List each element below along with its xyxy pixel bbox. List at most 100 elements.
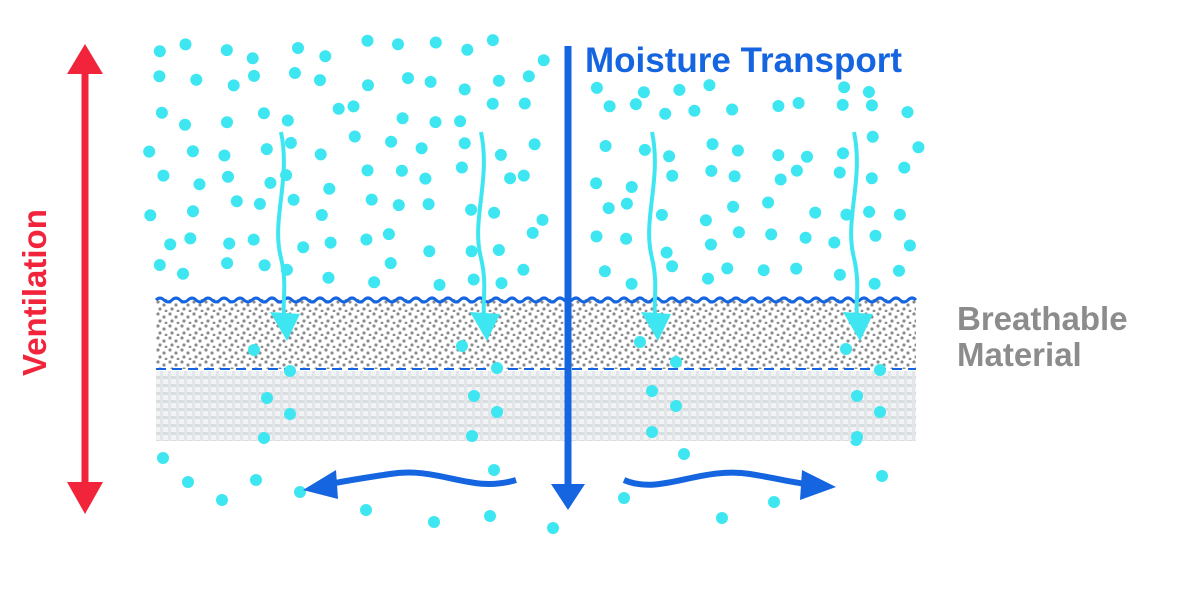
moisture-dot	[772, 149, 785, 162]
moisture-dot	[465, 245, 478, 258]
moisture-dot	[801, 150, 813, 163]
moisture-dot	[458, 83, 471, 96]
moisture-dot	[187, 205, 199, 218]
moisture-dot	[222, 170, 234, 183]
moisture-dot	[247, 233, 260, 246]
moisture-dot	[365, 193, 378, 206]
moisture-dot	[702, 272, 714, 285]
moisture-dot	[618, 492, 630, 504]
moisture-dot	[362, 79, 374, 92]
moisture-dot	[182, 476, 194, 488]
moisture-dot	[253, 197, 266, 210]
moisture-dot	[248, 69, 260, 82]
moisture-dot	[415, 142, 428, 155]
moisture-dot	[590, 81, 603, 94]
moisture-dot	[347, 100, 360, 113]
moisture-dot	[260, 143, 273, 156]
moisture-dot	[678, 448, 690, 460]
moisture-dot	[536, 213, 549, 226]
moisture-dot	[284, 365, 296, 377]
moisture-dot	[731, 144, 744, 157]
moisture-dot	[706, 138, 719, 151]
moisture-flow-head-icon	[270, 312, 300, 341]
moisture-dot	[634, 336, 646, 348]
moisture-dot	[590, 230, 603, 243]
moisture-dot	[492, 244, 505, 256]
moisture-dot	[868, 277, 881, 290]
moisture-dot	[721, 262, 734, 275]
moisture-dot	[728, 170, 741, 183]
moisture-dot	[368, 276, 381, 289]
moisture-dot	[851, 431, 863, 443]
moisture-dot	[246, 52, 259, 65]
moisture-dot	[703, 79, 716, 92]
moisture-dot	[419, 172, 432, 185]
moisture-dot	[258, 432, 270, 444]
moisture-dot	[164, 238, 177, 251]
moisture-dot	[179, 38, 192, 51]
moisture-dot	[384, 257, 397, 270]
moisture-transport-label: Moisture Transport	[585, 41, 902, 80]
moisture-dot	[602, 202, 615, 215]
moisture-dot	[833, 268, 846, 281]
moisture-dot	[314, 148, 327, 161]
moisture-flow-arrows	[270, 131, 873, 341]
moisture-dot	[757, 264, 770, 277]
moisture-dot	[455, 161, 468, 174]
moisture-dot	[528, 138, 541, 151]
breathable-label-line2: Material	[957, 336, 1082, 373]
moisture-dot	[385, 135, 398, 148]
moisture-dot	[177, 267, 189, 280]
moisture-dot	[360, 504, 372, 516]
moisture-dot	[865, 172, 878, 185]
moisture-transport-arrow	[551, 46, 585, 510]
moisture-dot	[428, 516, 440, 528]
lateral-flow-left-icon	[329, 469, 517, 487]
moisture-dot	[143, 145, 156, 158]
moisture-dot	[699, 214, 712, 227]
moisture-dot	[901, 106, 914, 119]
moisture-dot	[144, 209, 157, 222]
moisture-dot	[323, 182, 336, 195]
moisture-dot	[598, 265, 611, 278]
moisture-dot	[838, 81, 851, 94]
moisture-dot	[392, 199, 405, 212]
moisture-dot	[704, 238, 717, 251]
moisture-dot	[193, 178, 206, 191]
moisture-dot	[862, 86, 875, 98]
moisture-dot	[705, 164, 718, 177]
moisture-dot	[517, 169, 530, 182]
moisture-dot	[264, 176, 277, 189]
moisture-dot	[646, 426, 658, 438]
moisture-dot	[726, 103, 739, 116]
ventilation-down-head-icon	[67, 482, 103, 514]
moisture-dot	[620, 197, 633, 210]
moisture-dot	[315, 209, 328, 221]
moisture-dot	[655, 208, 668, 221]
moisture-dot	[230, 195, 243, 208]
moisture-flow-head-icon	[641, 312, 671, 341]
moisture-dot	[638, 143, 651, 156]
moisture-dot	[466, 430, 478, 442]
moisture-dot	[893, 264, 905, 277]
moisture-dot	[488, 206, 501, 219]
moisture-dot	[319, 50, 332, 63]
moisture-dot	[732, 226, 745, 239]
moisture-dot	[688, 104, 701, 117]
moisture-dot	[851, 390, 863, 402]
moisture-dot	[494, 148, 507, 161]
moisture-dot	[382, 228, 395, 241]
moisture-dot	[660, 246, 673, 259]
moisture-dot	[484, 510, 496, 522]
lateral-flow-arrows	[303, 469, 836, 500]
moisture-dot	[424, 75, 437, 88]
moisture-dot	[467, 273, 480, 286]
moisture-dots	[143, 34, 925, 534]
moisture-dot	[332, 102, 345, 115]
moisture-dot	[792, 97, 805, 109]
moisture-dot	[423, 245, 436, 258]
moisture-dot	[893, 208, 906, 221]
moisture-dot	[422, 198, 435, 211]
moisture-dot	[866, 130, 879, 143]
moisture-dot	[324, 236, 337, 249]
